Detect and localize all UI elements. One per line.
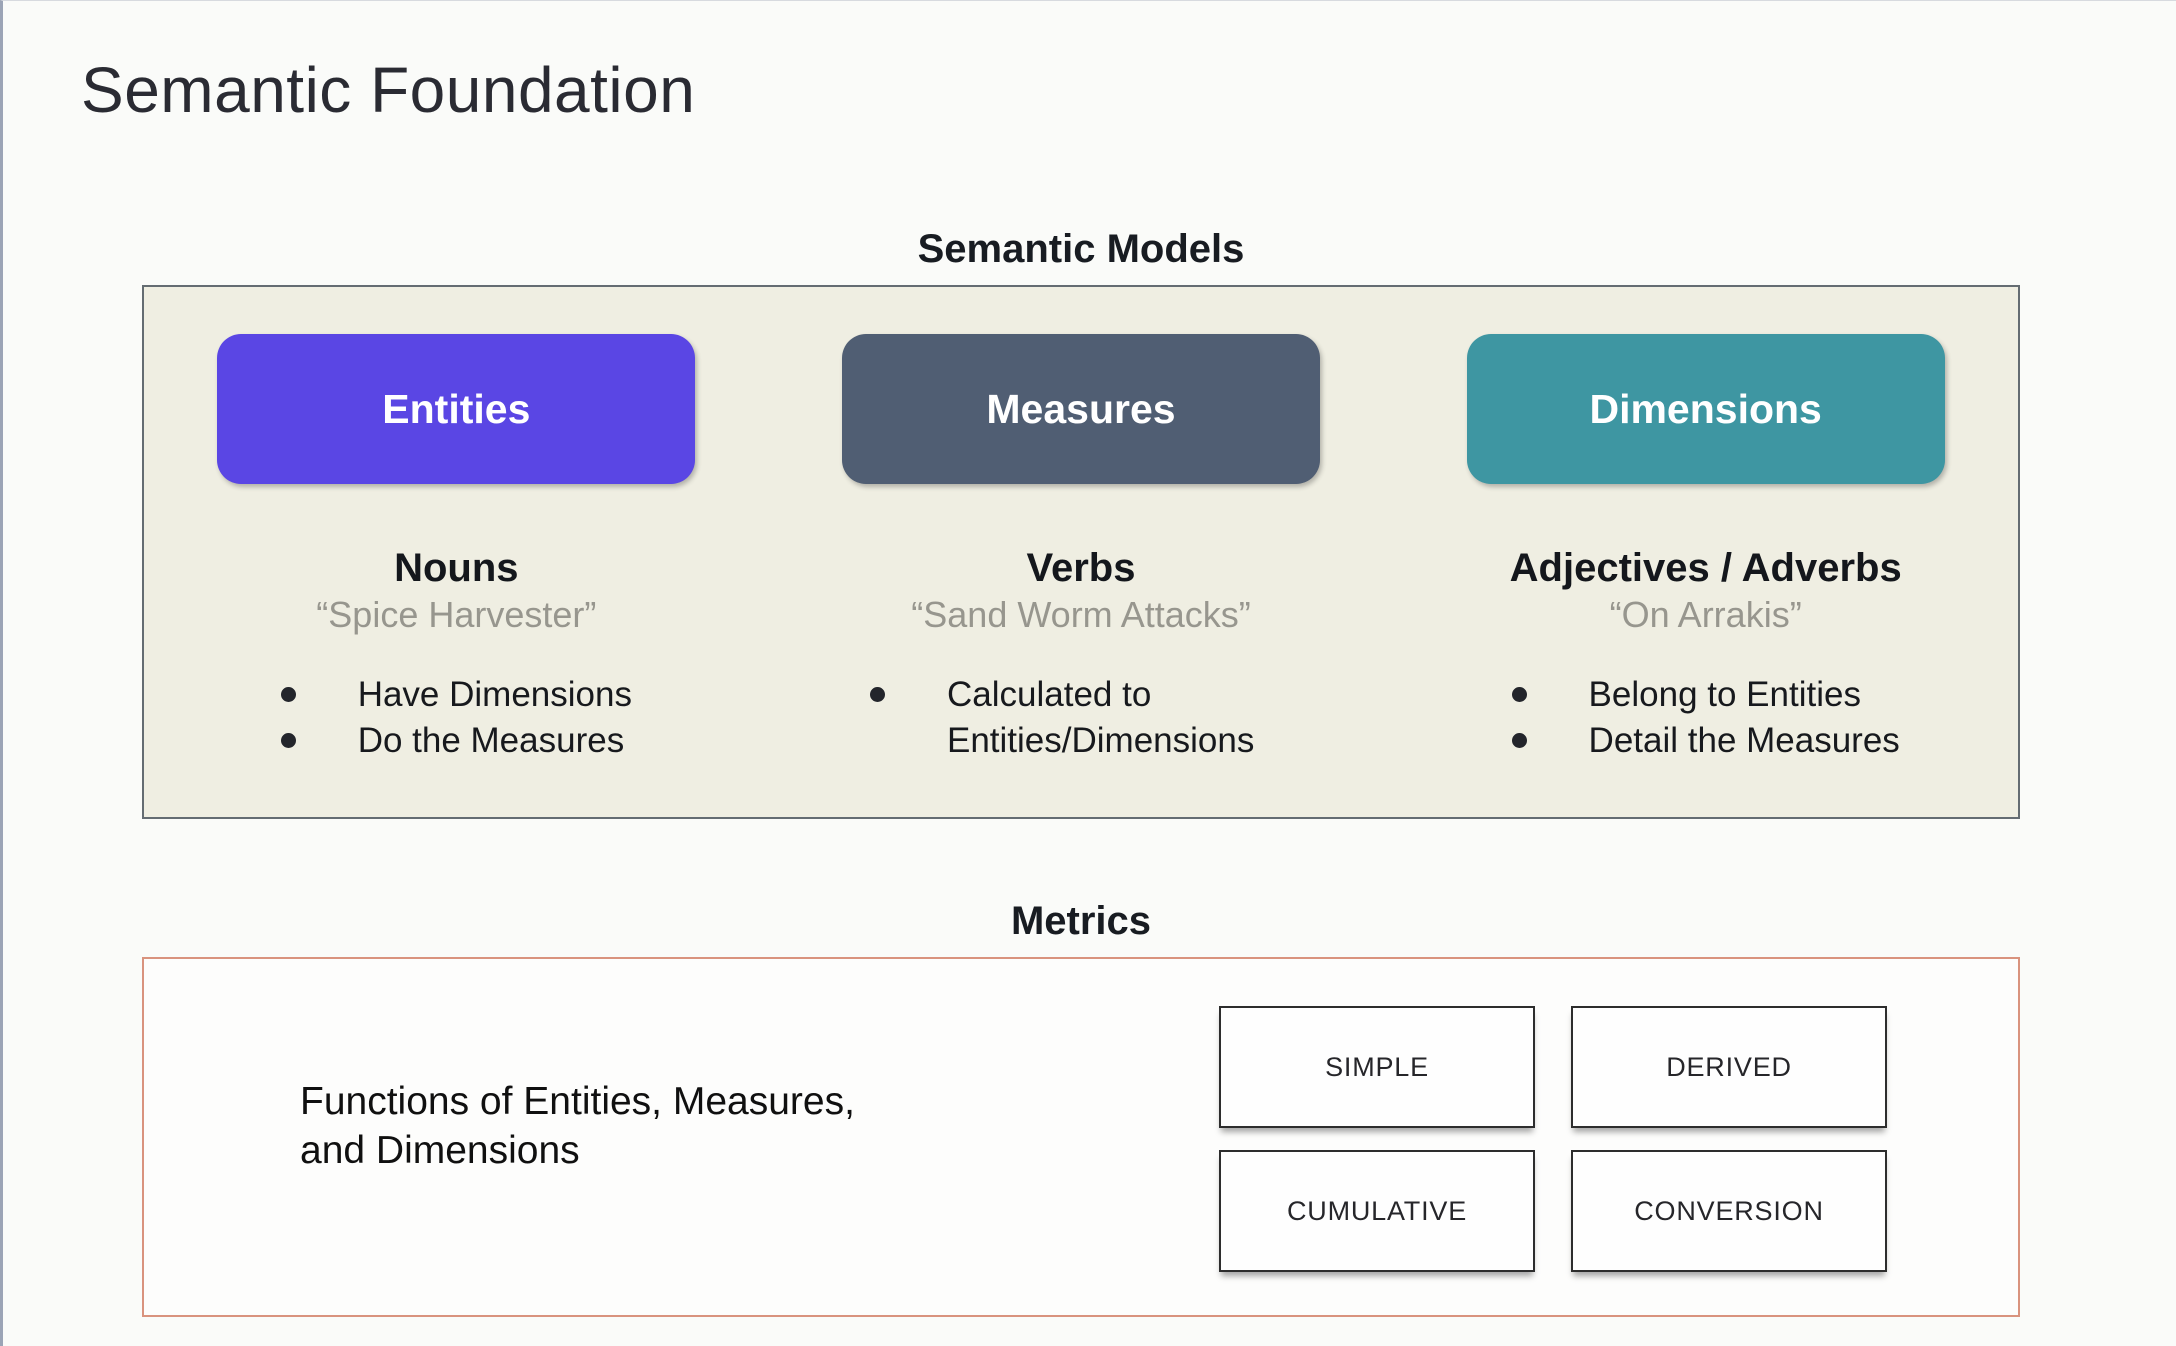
- bullet-icon: [1511, 733, 1527, 749]
- metric-type-grid: SIMPLE DERIVED CUMULATIVE CONVERSION: [1219, 1006, 1887, 1272]
- bullet-icon: [1511, 687, 1527, 702]
- bullet-icon: [280, 687, 296, 702]
- dimensions-column: Dimensions Adjectives / Adverbs “On Arra…: [1393, 287, 2018, 817]
- entities-example-label: “Spice Harvester”: [316, 594, 597, 635]
- measures-bullet-list: Calculated to Entities/Dimensions: [870, 672, 1292, 764]
- dimensions-pill: Dimensions: [1466, 334, 1945, 484]
- semantic-models-heading: Semantic Models: [917, 227, 1245, 271]
- metric-type-conversion: CONVERSION: [1571, 1150, 1887, 1272]
- semantic-models-panel: Entities Nouns “Spice Harvester” Have Di…: [142, 285, 2020, 819]
- metrics-panel: Functions of Entities, Measures, and Dim…: [142, 957, 2020, 1317]
- list-item: Detail the Measures: [1511, 718, 1900, 764]
- list-item: Do the Measures: [280, 718, 632, 764]
- measures-example-label: “Sand Worm Attacks”: [911, 594, 1251, 635]
- list-item: Have Dimensions: [280, 672, 632, 718]
- dimensions-bullet-list: Belong to Entities Detail the Measures: [1511, 672, 1900, 764]
- dimensions-example-label: “On Arrakis”: [1609, 594, 1802, 635]
- metric-type-derived: DERIVED: [1571, 1006, 1887, 1128]
- page-title: Semantic Foundation: [81, 54, 696, 126]
- bullet-icon: [280, 733, 296, 749]
- bullet-icon: [870, 687, 885, 702]
- list-item: Calculated to Entities/Dimensions: [870, 672, 1292, 764]
- entities-role-label: Nouns: [394, 546, 519, 590]
- measures-role-label: Verbs: [1026, 546, 1136, 590]
- list-item: Belong to Entities: [1511, 672, 1900, 718]
- metric-type-cumulative: CUMULATIVE: [1219, 1150, 1535, 1272]
- entities-column: Entities Nouns “Spice Harvester” Have Di…: [144, 287, 769, 817]
- measures-pill: Measures: [842, 334, 1320, 484]
- measures-column: Measures Verbs “Sand Worm Attacks” Calcu…: [769, 287, 1394, 817]
- entities-pill: Entities: [217, 334, 696, 484]
- metrics-description: Functions of Entities, Measures, and Dim…: [300, 1080, 855, 1173]
- dimensions-role-label: Adjectives / Adverbs: [1509, 546, 1902, 590]
- metrics-heading: Metrics: [1010, 899, 1152, 943]
- metric-type-simple: SIMPLE: [1219, 1006, 1535, 1128]
- entities-bullet-list: Have Dimensions Do the Measures: [280, 672, 632, 764]
